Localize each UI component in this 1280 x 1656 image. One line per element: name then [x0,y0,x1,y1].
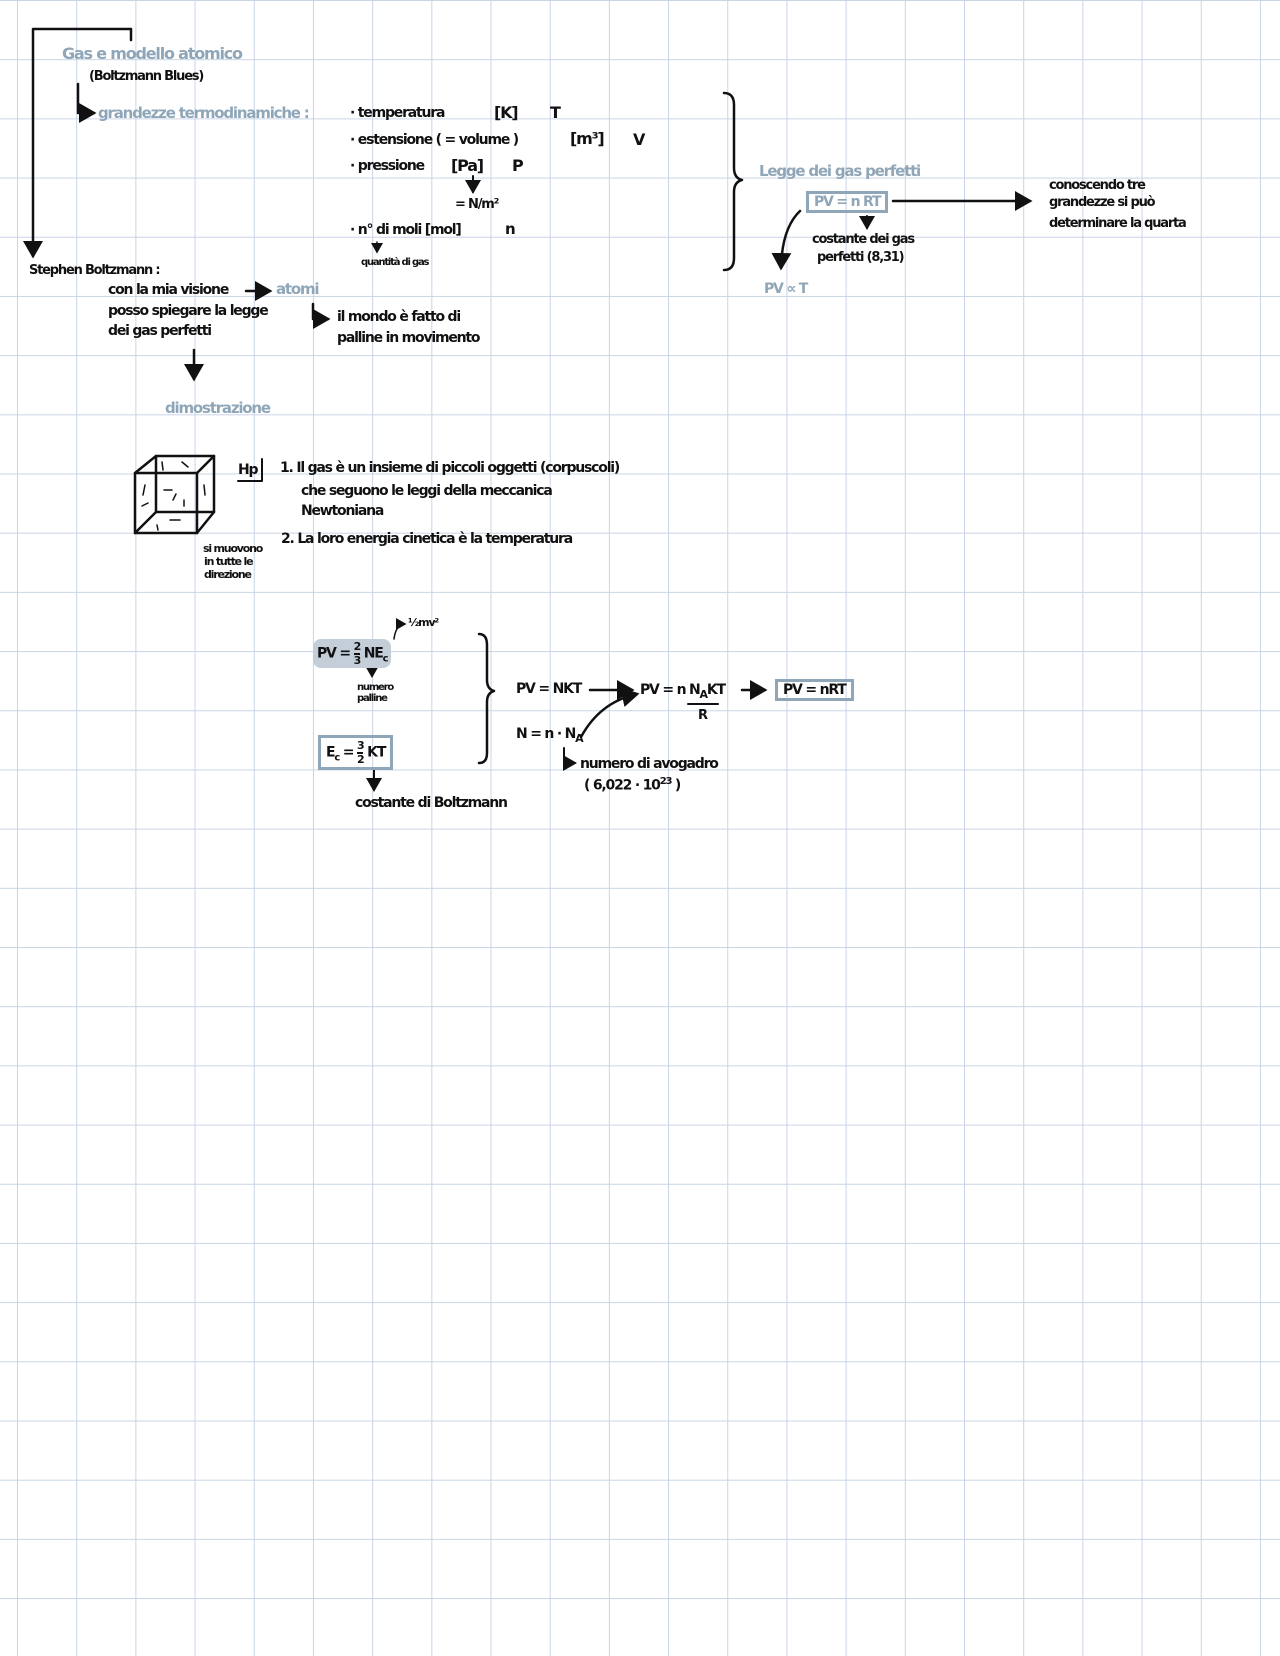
hp-label: Hp [238,462,259,478]
pv-nkt-formula: PV = NKT [516,681,582,697]
boltzmann-quote-line2: posso spiegare la legge [108,303,269,319]
n-def-pre: N = n · N [516,726,576,742]
particle-cube-drawing [133,454,216,535]
cube-caption-line2: in tutte le [204,555,254,568]
proportional-curve-arrow [771,209,802,271]
grandezze-label: grandezze termodinamiche : [98,104,310,122]
temperatura-label: · temperatura [350,105,445,121]
pv-rhs: NE [363,645,384,662]
kinetic-curve-arrow [393,618,407,640]
boltzmann-quote-line1: con la mia visione [108,282,229,298]
costante-value: perfetti (8,31) [817,250,905,265]
hypothesis-1-line1: 1. Il gas è un insieme di piccoli oggett… [280,460,620,476]
legge-title: Legge dei gas perfetti [759,162,921,180]
na-curve-arrow [579,687,640,739]
avogadro-value-pre: ( 6,022 · 10 [584,777,661,794]
pv-frac-den: 3 [353,653,362,667]
estensione-symbol: V [633,130,645,149]
hp-bracket [237,458,263,482]
moli-note: quantità di gas [361,257,430,268]
mondo-arrow [311,302,331,329]
avogadro-value: ( 6,022 · 1023 ) [584,776,681,794]
legge-formula-box: PV = n RT [806,191,889,213]
world-line1: il mondo è fatto di [337,309,461,325]
ec-frac-num: 3 [357,739,365,754]
world-line2: palline in movimento [337,330,481,346]
legge-note-line1: conoscendo tre [1049,178,1146,193]
cube-particle-arrows [141,461,206,531]
ec-lhs: E [326,744,336,761]
costante-boltzmann-label: costante di Boltzmann [355,795,508,811]
moli-label: · n° di moli [mol] [350,222,462,238]
temperatura-unit: [K] [494,103,519,122]
pv-frac-num: 2 [353,640,361,655]
n-definition: N = n · NA [516,726,584,745]
boltzmann-name: Stephen Boltzmann : [29,263,161,278]
temperatura-symbol: T [550,103,561,122]
pv-lhs: PV = [317,645,351,662]
cube-caption-line1: si muovono [203,542,263,555]
page-title: Gas e modello atomico [62,44,243,63]
moli-symbol: n [505,220,516,238]
n-def-sub: A [575,731,584,745]
avogadro-value-post: ) [671,777,681,794]
estensione-label: · estensione ( = volume ) [350,132,519,148]
hypothesis-2: 2. La loro energia cinetica è la tempera… [281,531,573,547]
pv-nrt-box: PV = nRT [775,679,854,701]
title-bracket-line [23,27,133,259]
proportional-label: PV ∝ T [764,281,808,297]
dimostrazione-title: dimostrazione [165,399,271,417]
pv-nnakt-pre: PV = n N [640,682,701,698]
pressione-equiv: = N/m² [455,197,499,212]
atomi-label: atomi [276,280,320,298]
ec-eq: = [342,744,355,761]
pressione-unit: [Pa] [451,156,484,175]
avogadro-arrow [563,747,577,771]
pressione-symbol: P [512,156,524,175]
pressione-label: · pressione [350,158,425,174]
legge-note-line2: grandezze si può [1049,195,1156,210]
avogadro-label: numero di avogadro [580,756,719,772]
estensione-unit: [m³] [570,129,605,148]
boltzmann-quote-line3: dei gas perfetti [108,323,212,339]
pv-nnakt-post: KT [706,682,726,698]
costante-label: costante dei gas [812,232,915,247]
numero-line2: palline [357,693,388,704]
ec-rhs: KT [367,744,386,761]
pv-nnakt-formula: PV = n NAKT [640,682,726,701]
r-label: R [698,708,708,723]
subtitle: (Boltzmann Blues) [89,69,204,84]
legge-note-line3: determinare la quarta [1049,216,1187,231]
quantities-brace [722,91,744,272]
grandezze-arrow [76,82,97,123]
pv-rhs-sub: c [382,653,389,665]
pv-nnakt-sub: A [699,687,709,701]
hypothesis-1-line2: che seguono le leggi della meccanica [301,483,553,499]
numero-line1: numero [357,682,394,693]
ec-sub: c [334,752,340,764]
kinetic-energy-term: ½mv² [408,616,439,629]
cube-caption-line3: direzione [204,568,252,581]
derivation-brace [477,632,496,765]
avogadro-value-exp: 23 [659,776,673,787]
ec-frac-den: 2 [357,752,365,766]
hypothesis-1-line3: Newtoniana [301,503,384,519]
